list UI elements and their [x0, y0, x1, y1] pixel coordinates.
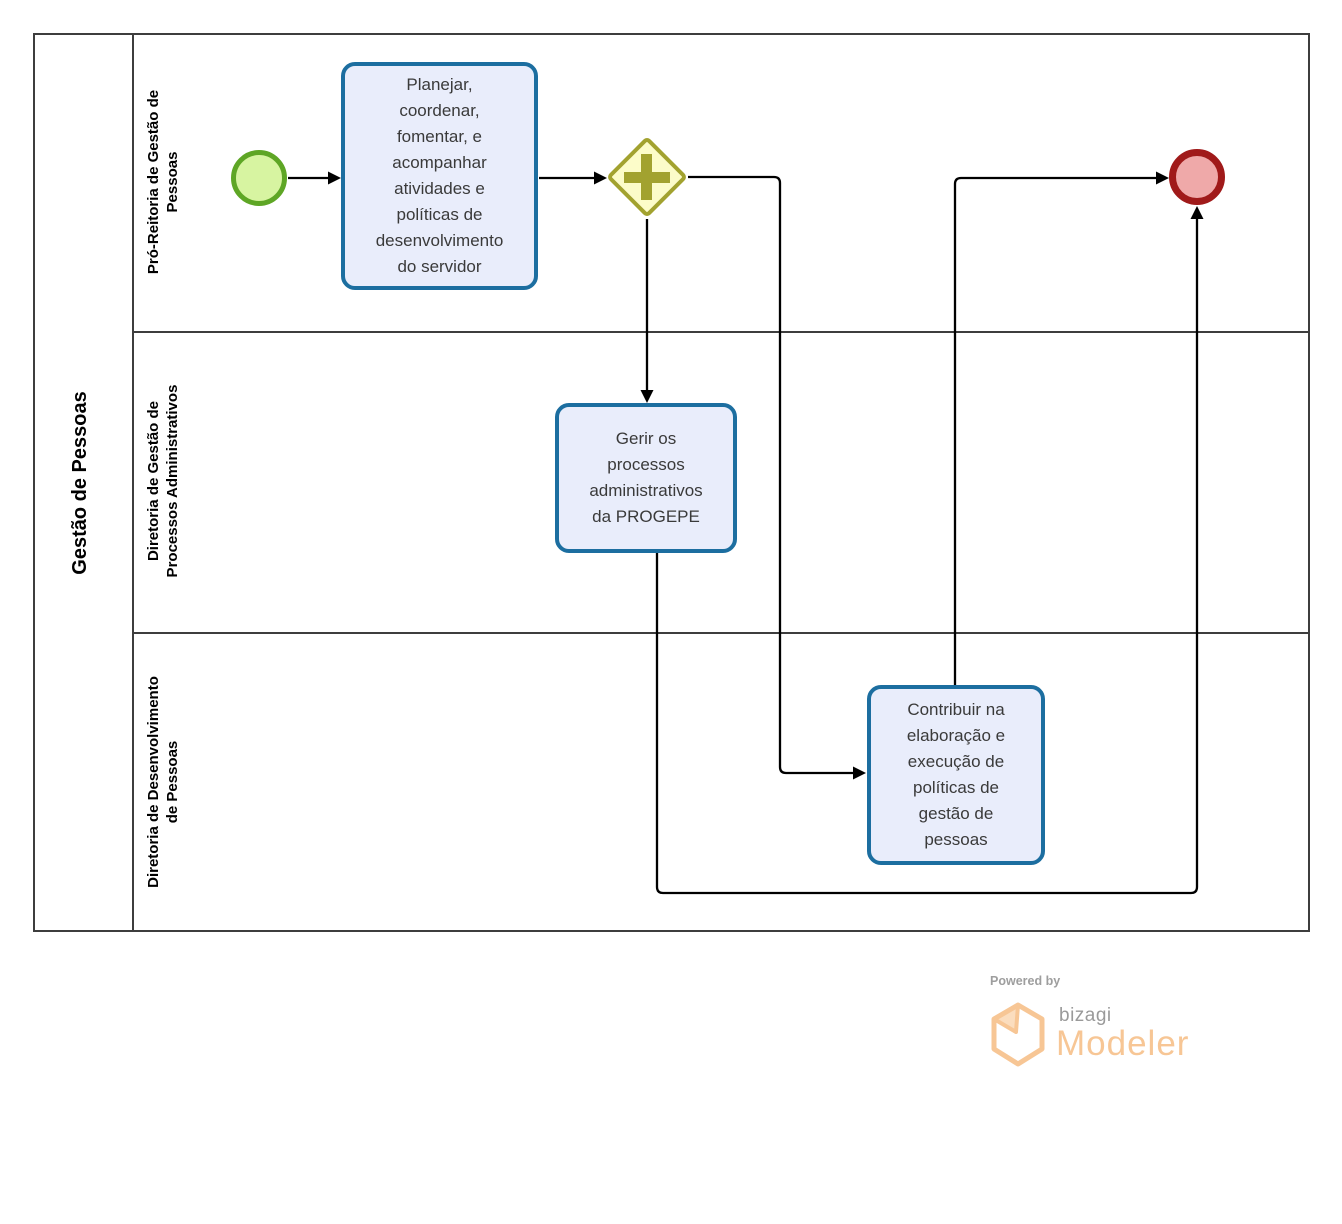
- bizagi-brand-label: bizagi: [1059, 1005, 1112, 1026]
- end-event: [1169, 149, 1225, 205]
- task-contribuir: Contribuir na elaboração e execução de p…: [867, 685, 1045, 865]
- flow-planejar-to-gateway: [539, 171, 607, 185]
- flow-gerir-to-end: [655, 206, 1204, 895]
- start-event: [231, 150, 287, 206]
- flow-gateway-to-contribuir: [688, 175, 866, 780]
- lane-divider: [133, 632, 1310, 634]
- task-gerir: Gerir os processos administrativos da PR…: [555, 403, 737, 553]
- powered-by-label: Powered by: [990, 974, 1061, 988]
- flow-gateway-to-gerir: [640, 219, 654, 403]
- gateway-plus-icon: [641, 154, 652, 200]
- lane-divider: [133, 331, 1310, 333]
- modeler-product-label: Modeler: [1056, 1024, 1190, 1063]
- task-planejar: Planejar, coordenar, fomentar, e acompan…: [341, 62, 538, 290]
- flow-start-to-planejar: [288, 171, 341, 185]
- flow-contribuir-to-end: [953, 171, 1169, 685]
- pool-gestao-de-pessoas: [33, 33, 1310, 932]
- pool-title-band-divider: [132, 33, 134, 932]
- bizagi-hexagon-icon: [991, 1002, 1045, 1067]
